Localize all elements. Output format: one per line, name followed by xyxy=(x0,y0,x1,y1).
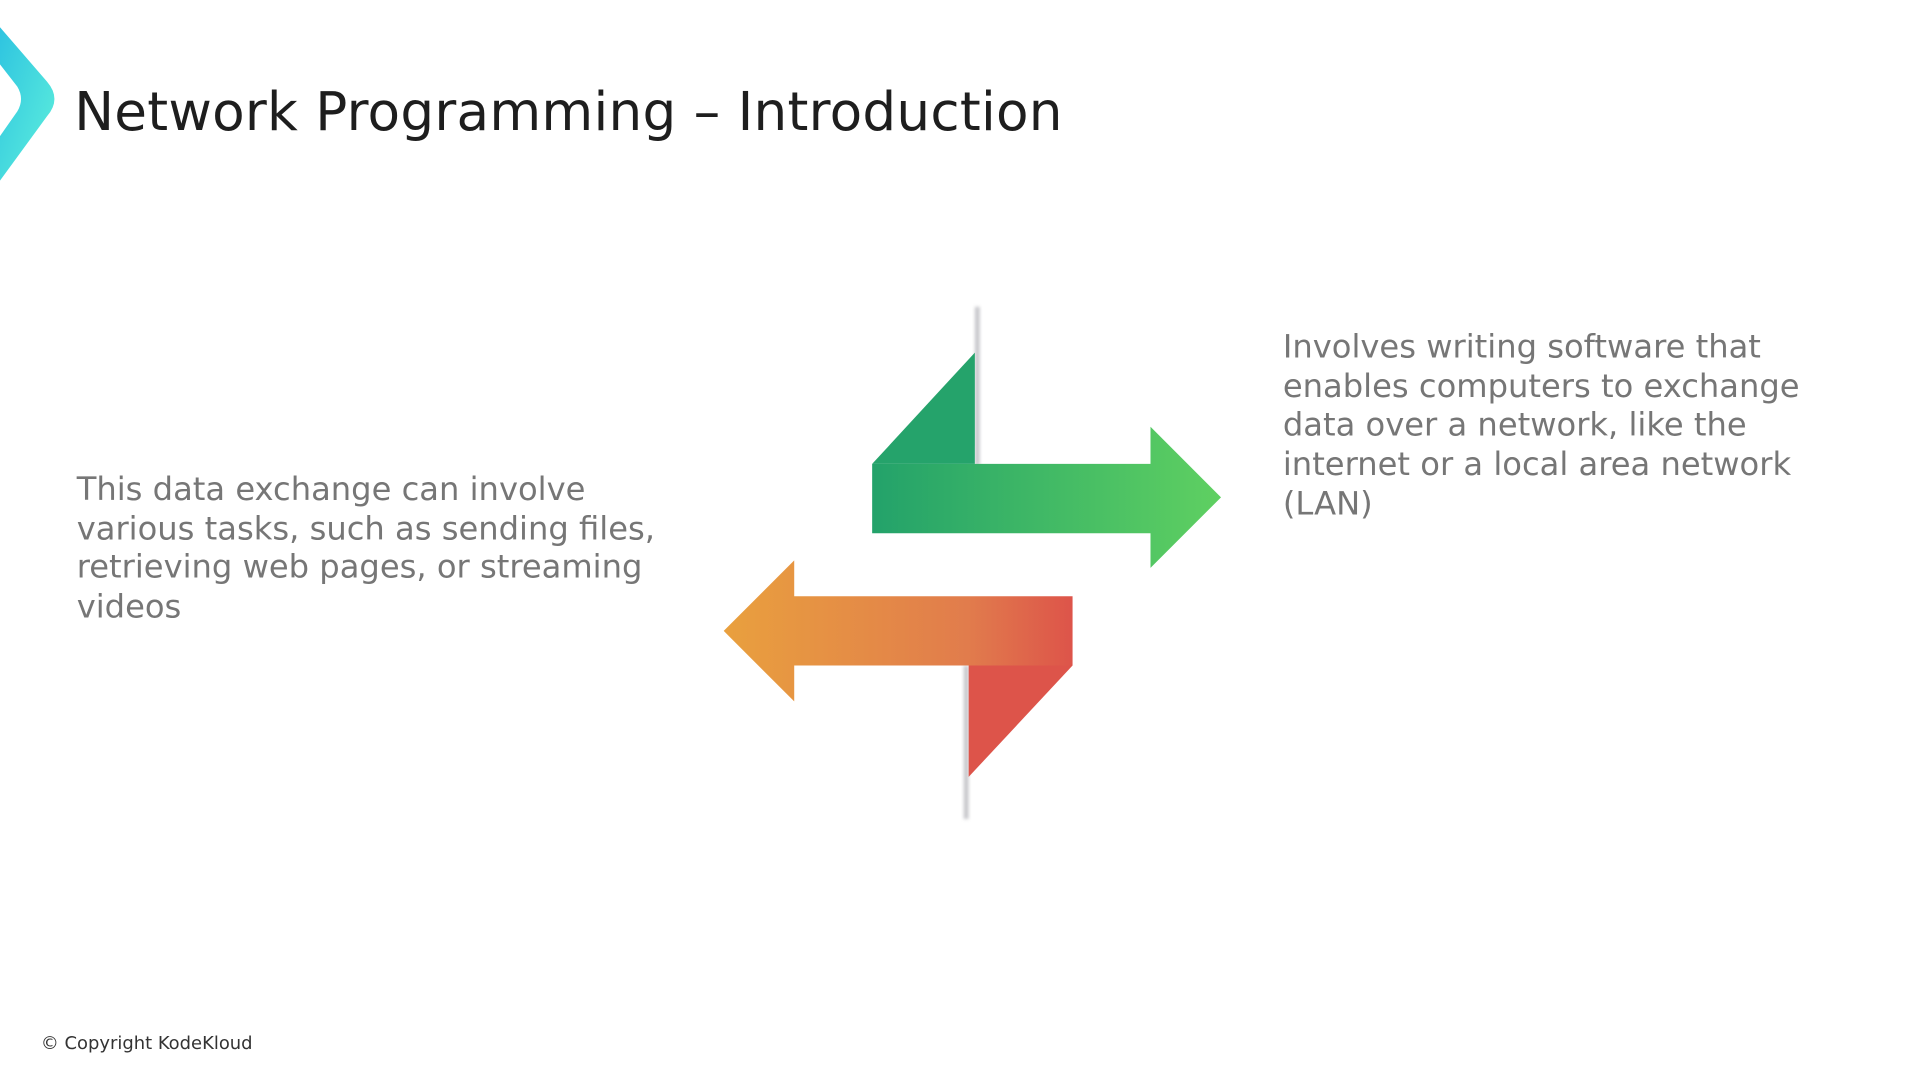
right-description: Involves writing software that enables c… xyxy=(1282,329,1800,524)
kodekloud-chevron-logo xyxy=(0,27,55,181)
slide-title: Network Programming – Introduction xyxy=(74,81,1063,144)
red-fold-triangle xyxy=(968,665,1073,777)
exchange-arrows-graphic xyxy=(723,306,1222,819)
left-description: This data exchange can involve various t… xyxy=(76,471,655,627)
left-arrow-icon xyxy=(723,560,1073,702)
divider-line-bottom xyxy=(963,665,969,819)
green-fold-triangle xyxy=(872,352,975,464)
copyright-footer: © Copyright KodeKloud xyxy=(40,1034,253,1055)
divider-line-top xyxy=(974,306,980,466)
right-arrow-icon xyxy=(872,426,1222,568)
